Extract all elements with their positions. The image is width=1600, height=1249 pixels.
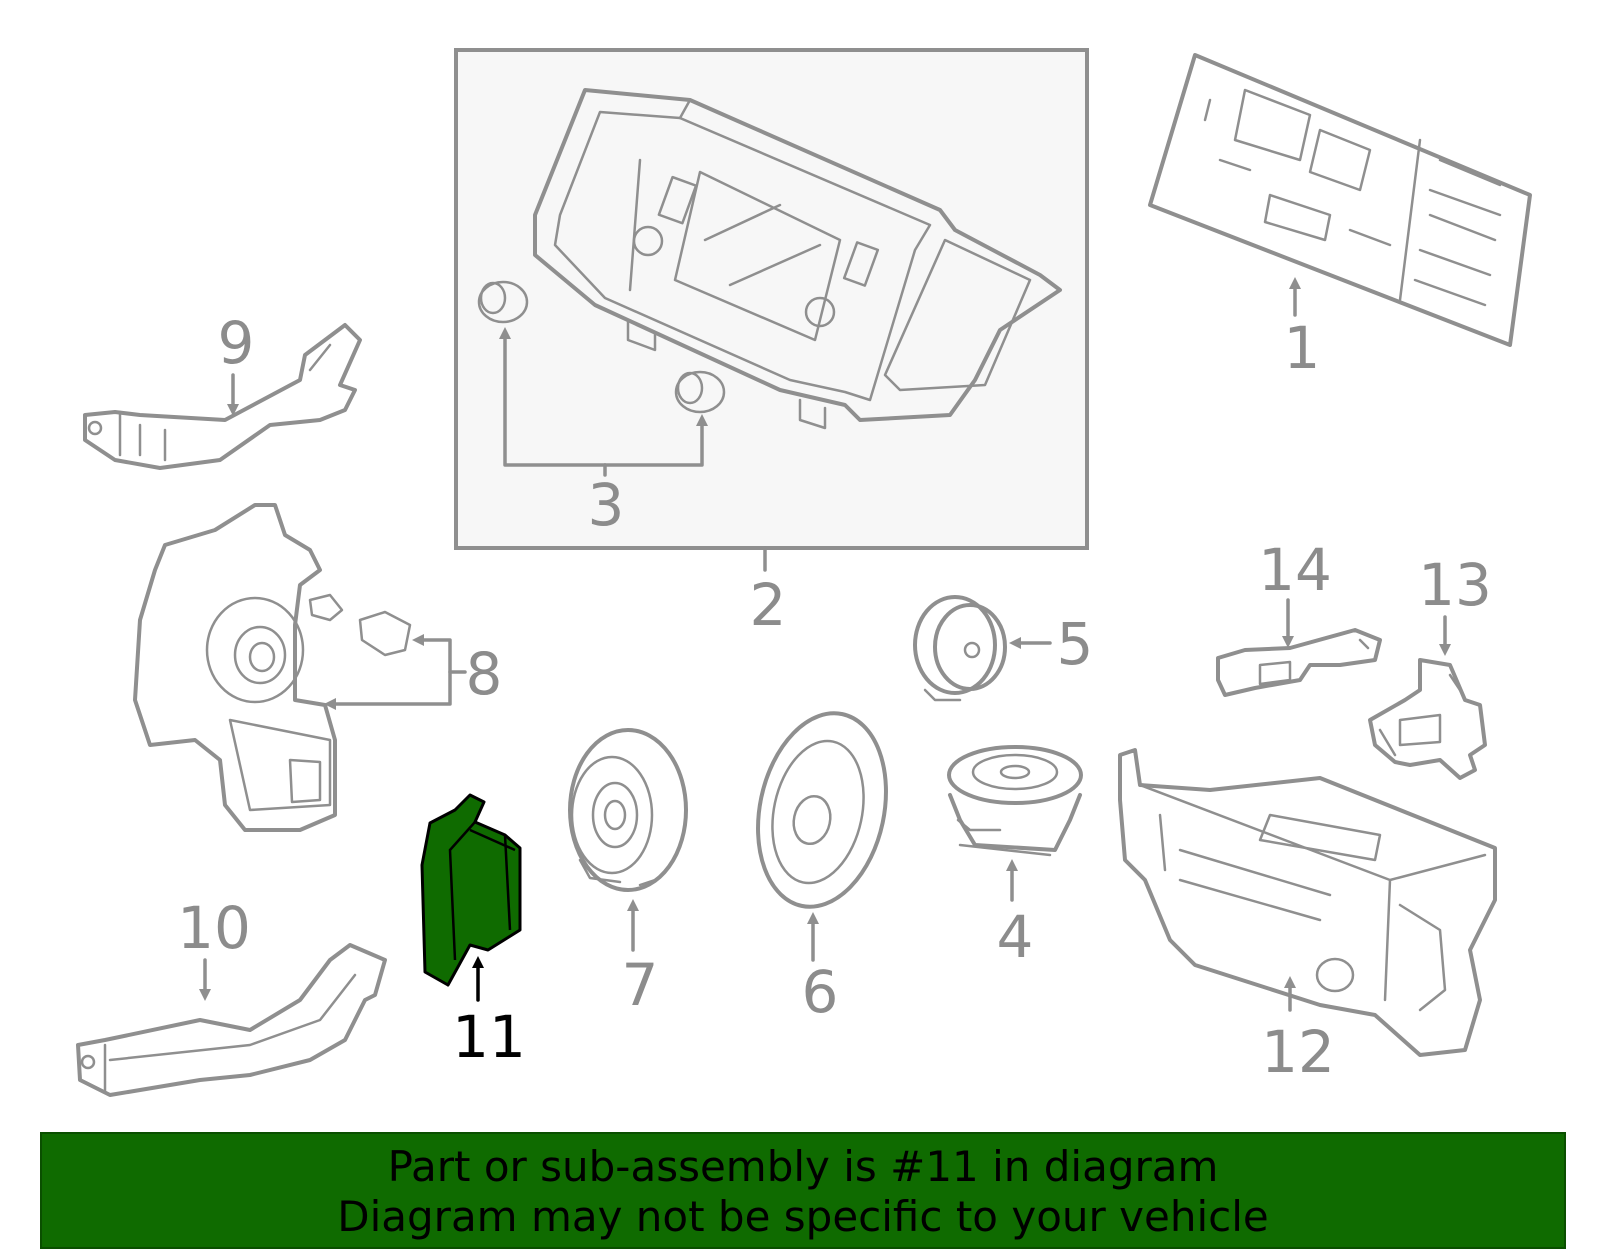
part-4-speaker[interactable] [947, 745, 1083, 857]
callout-12: 12 [1261, 1018, 1335, 1086]
part-3-knobs[interactable] [477, 280, 726, 414]
part-14-bracket[interactable] [1216, 628, 1382, 697]
part-7-speaker[interactable] [568, 728, 688, 892]
callout-9: 9 [218, 309, 255, 377]
callout-8: 8 [466, 640, 503, 708]
banner-line-1: Part or sub-assembly is #11 in diagram [387, 1142, 1219, 1191]
callout-3: 3 [588, 471, 625, 539]
leader-lines [199, 277, 1451, 1012]
part-5-tweeter[interactable] [913, 595, 1007, 702]
part-6-speaker[interactable] [741, 701, 903, 918]
callout-4: 4 [997, 903, 1034, 971]
part-10-bracket[interactable] [76, 943, 387, 1097]
part-13-bracket[interactable] [1368, 658, 1487, 780]
banner-line-2: Diagram may not be specific to your vehi… [337, 1192, 1269, 1241]
part-2-display-assembly[interactable] [454, 48, 1089, 550]
callout-labels: 1 2 3 4 5 6 7 8 9 10 11 12 13 14 [177, 309, 1492, 1086]
callout-10: 10 [177, 894, 251, 962]
part-11-module-highlighted[interactable] [420, 793, 522, 987]
info-banner: Part or sub-assembly is #11 in diagram D… [40, 1132, 1566, 1249]
callout-2: 2 [750, 571, 787, 639]
callout-1: 1 [1284, 314, 1321, 382]
callout-13: 13 [1418, 551, 1492, 619]
callout-6: 6 [802, 958, 839, 1026]
part-8-speaker-enclosure[interactable] [133, 503, 412, 832]
part-1-circuit-board[interactable] [1148, 53, 1532, 347]
callout-11: 11 [452, 1003, 526, 1071]
part-12-bracket-assembly[interactable] [1118, 748, 1497, 1057]
callout-7: 7 [622, 951, 659, 1019]
callout-5: 5 [1057, 610, 1094, 678]
callout-14: 14 [1258, 536, 1332, 604]
part-9-bracket[interactable] [83, 323, 362, 470]
